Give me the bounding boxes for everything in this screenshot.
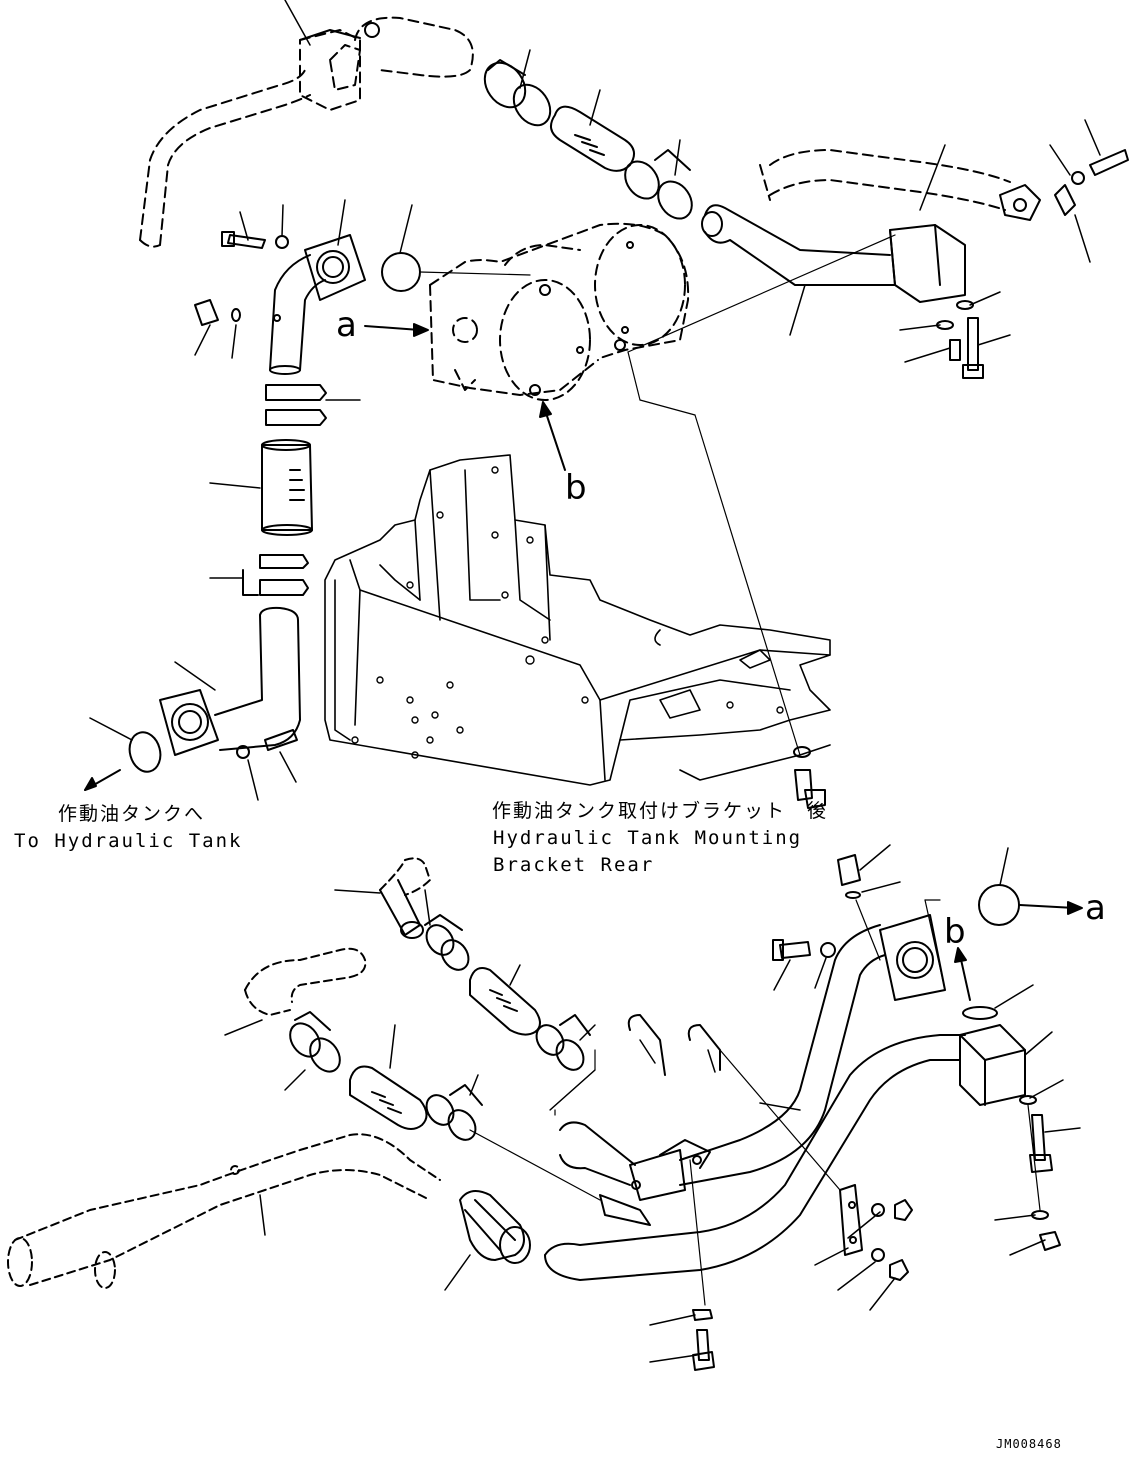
- lower-right-bolts: [1019, 1095, 1061, 1251]
- frame-bracket: [324, 454, 831, 786]
- lower-main-pipe-1: [559, 1121, 651, 1226]
- upper-right-bolt: [1071, 149, 1129, 185]
- lower-long-phantom-hose: [7, 1133, 441, 1289]
- lower-clamp-b: [535, 1014, 591, 1071]
- upper-right-lower-bolts: [936, 300, 984, 379]
- lower-middle-block: [629, 1139, 711, 1201]
- frame-holes: [351, 466, 784, 759]
- lower-bottom-bolt: [692, 1309, 715, 1371]
- left-lower-oring: [128, 731, 162, 773]
- tank-cover-circle: [381, 252, 421, 292]
- left-clamp-pair-1: [265, 384, 361, 426]
- view-marker-a-lower: a: [1085, 888, 1106, 928]
- upper-clamp-2: [624, 149, 693, 220]
- lower-elbow-top: [379, 857, 431, 896]
- lower-leader-lines: [639, 844, 1081, 1363]
- left-bolt-washer-top: [221, 231, 289, 249]
- upper-clamp-1: [483, 59, 552, 127]
- lower-square-block: [959, 1024, 1026, 1106]
- upper-suction-hose-phantom: [139, 16, 474, 248]
- bracket-label-en-2: Bracket Rear: [493, 854, 655, 876]
- lower-clamp-a: [424, 914, 470, 971]
- lower-stay-bracket: [839, 1184, 863, 1256]
- lower-main-pipe-2: [679, 924, 886, 1186]
- lower-hose-a: [469, 967, 541, 1036]
- to-tank-label-en: To Hydraulic Tank: [14, 830, 243, 852]
- upper-right-block: [889, 224, 966, 303]
- lower-elbow-top-solid: [379, 879, 424, 939]
- bracket-label-en-1: Hydraulic Tank Mounting: [493, 827, 803, 849]
- frame-bolt-washer: [793, 746, 826, 809]
- tank-phantom: [429, 222, 690, 401]
- upper-right-phantom-hose: [759, 149, 1011, 211]
- lower-nuts-washers: [871, 1199, 913, 1281]
- lower-clamp-d: [425, 1084, 483, 1141]
- upper-valve-block: [299, 22, 380, 41]
- view-marker-b-lower: b: [944, 912, 966, 952]
- view-marker-b-upper: b: [565, 468, 587, 508]
- tank-small-parts: [529, 241, 634, 396]
- view-marker-a-upper: a: [336, 305, 357, 345]
- drawing-code: JM008468: [996, 1437, 1062, 1451]
- lower-block-flange: [879, 914, 946, 1001]
- left-elbow-pipe: [269, 234, 366, 375]
- lower-clamp-c: [289, 1011, 341, 1073]
- to-tank-label-jp: 作動油タンクへ: [58, 803, 206, 825]
- left-clamp-pair-2: [242, 554, 309, 596]
- left-lower-pipe: [159, 606, 301, 756]
- lower-hose-b: [349, 1065, 428, 1130]
- lower-main-pipe-3: [544, 1034, 966, 1281]
- left-hose: [261, 439, 313, 536]
- lower-phantom-hose-top: [244, 947, 367, 1016]
- left-plug: [194, 299, 241, 326]
- lower-top-bolt-oring: [772, 854, 861, 961]
- upper-right-tube: [701, 204, 896, 286]
- lower-ubolts: [627, 1014, 721, 1076]
- bracket-label-jp: 作動油タンク取付けブラケット 後: [492, 800, 829, 822]
- left-lower-bolt-washer: [236, 729, 298, 759]
- lower-thin-leaders: [549, 899, 1041, 1306]
- lower-coupling: [459, 1190, 531, 1264]
- upper-right-flange: [999, 184, 1076, 221]
